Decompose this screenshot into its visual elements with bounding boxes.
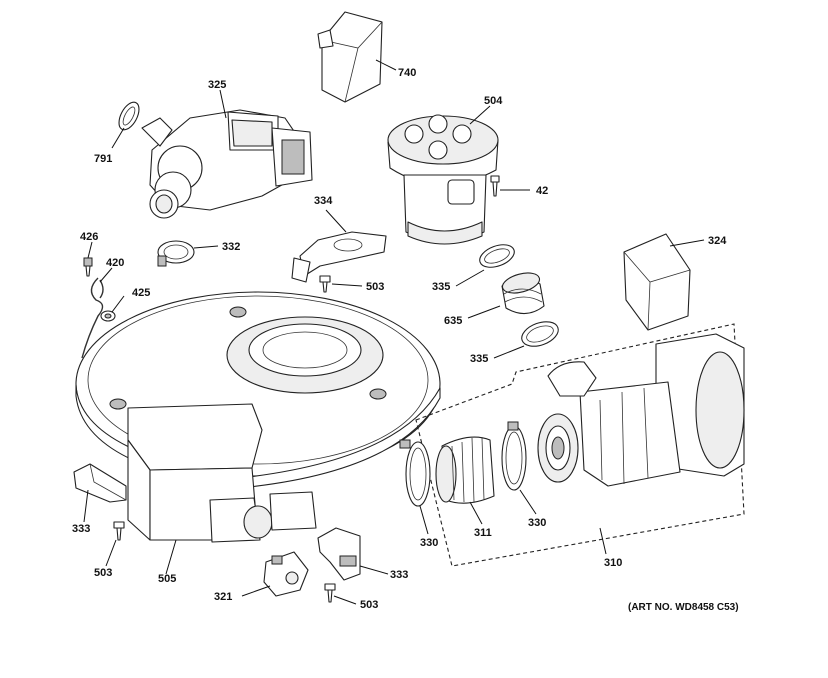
callout-426: 426 bbox=[80, 231, 98, 243]
part-335-clamp-lower[interactable] bbox=[518, 317, 561, 351]
callout-503-left: 503 bbox=[94, 567, 112, 579]
part-334-bracket[interactable] bbox=[291, 231, 387, 283]
part-333-bracket-right[interactable] bbox=[317, 527, 361, 581]
callout-325: 325 bbox=[208, 79, 226, 91]
part-330-clamp-right[interactable] bbox=[501, 421, 527, 491]
part-791-o-ring[interactable] bbox=[115, 99, 143, 133]
callout-330-left: 330 bbox=[420, 537, 438, 549]
callout-335-upper: 335 bbox=[432, 281, 450, 293]
callout-311: 311 bbox=[474, 527, 492, 539]
callout-505: 505 bbox=[158, 573, 176, 585]
art-number: (ART NO. WD8458 C53) bbox=[628, 602, 739, 613]
callout-330-right: 330 bbox=[528, 517, 546, 529]
part-503-screw-lower[interactable] bbox=[324, 583, 336, 603]
part-311-hose-coupler[interactable] bbox=[435, 436, 495, 504]
part-310-assembly-outline bbox=[415, 323, 745, 567]
callout-42: 42 bbox=[536, 185, 548, 197]
part-324-cover[interactable] bbox=[623, 233, 691, 331]
part-42-screw[interactable] bbox=[490, 175, 500, 197]
part-335-clamp-upper[interactable] bbox=[477, 240, 518, 271]
part-330-clamp-left[interactable] bbox=[399, 439, 431, 507]
part-332-clamp[interactable] bbox=[157, 240, 195, 267]
callout-503-lower: 503 bbox=[360, 599, 378, 611]
callout-335-lower: 335 bbox=[470, 353, 488, 365]
part-740-bracket[interactable] bbox=[317, 11, 383, 103]
callout-333-right: 333 bbox=[390, 569, 408, 581]
callout-635: 635 bbox=[444, 315, 462, 327]
callout-310: 310 bbox=[604, 557, 622, 569]
callout-503-upper: 503 bbox=[366, 281, 384, 293]
part-505-sump-assembly[interactable] bbox=[75, 291, 441, 543]
callout-333-left: 333 bbox=[72, 523, 90, 535]
leader-lines bbox=[83, 59, 705, 605]
part-635-hose-coupler[interactable] bbox=[500, 269, 545, 315]
part-503-screw-upper[interactable] bbox=[319, 275, 331, 293]
callout-324: 324 bbox=[708, 235, 727, 247]
callout-334: 334 bbox=[314, 195, 333, 207]
part-426-screw[interactable] bbox=[83, 257, 93, 277]
part-333-bracket-left[interactable] bbox=[73, 463, 127, 503]
callout-420: 420 bbox=[106, 257, 124, 269]
part-503-screw-left[interactable] bbox=[113, 521, 125, 541]
callout-321: 321 bbox=[214, 591, 232, 603]
callout-791: 791 bbox=[94, 153, 112, 165]
part-321-valve[interactable] bbox=[263, 551, 309, 597]
part-425-grommet[interactable] bbox=[100, 310, 116, 322]
part-504-diverter-assembly[interactable] bbox=[387, 114, 499, 245]
part-325-circulation-pump[interactable] bbox=[141, 109, 313, 219]
callout-425: 425 bbox=[132, 287, 150, 299]
callout-740: 740 bbox=[398, 67, 416, 79]
callout-332: 332 bbox=[222, 241, 240, 253]
part-310-pump-motor-assembly[interactable] bbox=[537, 333, 745, 487]
callout-504: 504 bbox=[484, 95, 503, 107]
